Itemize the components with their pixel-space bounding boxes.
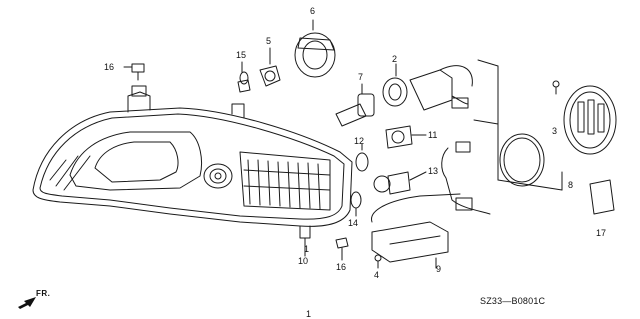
front-direction-indicator: FR. [16,289,66,315]
front-label: FR. [36,289,51,298]
callout-17: 17 [596,228,607,238]
callout-13: 13 [428,166,439,176]
part-16-bolt-bottom [335,237,349,261]
part-7-socket-cap [294,19,336,78]
callout-10: 10 [298,256,309,266]
part-15-bulb [237,61,251,93]
callout-labels: 1 [306,309,311,319]
part-9-ballast [371,141,491,269]
callout-1: 1 [306,309,311,319]
part-14-bulb [350,191,362,217]
callout-8: 8 [568,180,574,190]
part-6-hid-bulb [335,83,375,127]
callout-3: 3 [552,126,558,136]
callout-12: 12 [354,136,365,146]
callout-5: 5 [266,36,272,46]
part-12-bulb [355,143,369,172]
callout-7: 6 [310,6,316,16]
part-16-bolt-top [123,63,145,81]
callout-6: 7 [358,72,364,82]
callout-11: 11 [428,130,438,140]
part-8-gasket [499,133,545,187]
part-3-back-cover [552,80,617,155]
headlight-housing [32,85,353,257]
callout-16-bottom: 16 [336,262,347,272]
part-5-socket [259,47,281,87]
callout-14: 14 [348,218,359,228]
part-11-socket [385,125,427,149]
callout-9: 9 [436,264,442,274]
part-13-socket [373,171,427,195]
callout-4: 4 [374,270,380,280]
callout-2: 2 [392,54,398,64]
group-bracket [473,59,563,191]
catalog-code: SZ33—B0801C [480,296,546,306]
callout-15: 15 [236,50,247,60]
callout-16-top: 16 [104,62,115,72]
callout-1: 1 [304,244,310,254]
front-arrow-icon [18,297,36,309]
part-4-screw [374,254,382,269]
part-17-plate [589,179,615,215]
part-2-igniter [382,63,473,111]
